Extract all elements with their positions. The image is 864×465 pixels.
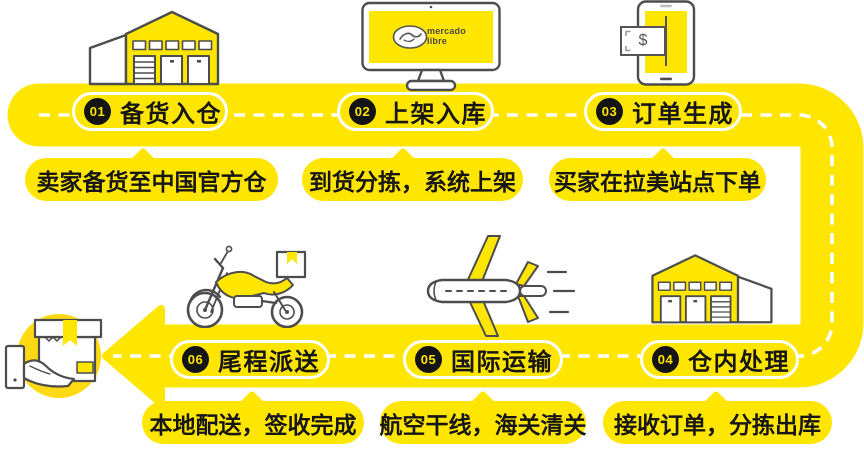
money-card-icon <box>620 26 666 56</box>
step-label: 上架入库 <box>385 101 487 128</box>
step-description-bubble-02: 到货分拣，系统上架 <box>302 147 523 201</box>
mercadolibre-handshake-logo-icon <box>392 25 428 49</box>
step-pill-03: 03 订单生成 <box>584 92 742 131</box>
step-label: 国际运输 <box>451 349 553 376</box>
step-number-badge: 04 <box>652 346 679 373</box>
mercadolibre-logo-text: mercado libre <box>427 26 497 46</box>
step-description: 卖家备货至中国官方仓 <box>36 168 267 195</box>
step-description: 到货分拣，系统上架 <box>309 168 516 195</box>
logo-line2: libre <box>427 35 448 46</box>
step-pill-04: 04 仓内处理 <box>640 340 799 379</box>
step-number-badge: 02 <box>349 98 376 125</box>
airplane-icon <box>426 235 576 337</box>
step-label: 尾程派送 <box>218 349 320 376</box>
step-number-badge: 06 <box>182 346 209 373</box>
warehouse-icon <box>651 254 773 324</box>
step-pill-05: 05 国际运输 <box>403 340 563 379</box>
step-description: 接收订单，分拣出库 <box>614 411 821 438</box>
dollar-symbol: $ <box>638 32 648 49</box>
step-description: 航空干线，海关清关 <box>379 411 587 438</box>
step-description-bubble-01: 卖家备货至中国官方仓 <box>25 147 278 201</box>
step-description: 买家在拉美站点下单 <box>554 168 761 195</box>
step-label: 备货入仓 <box>120 101 222 128</box>
step-description-bubble-06: 本地配送，签收完成 <box>142 390 364 444</box>
monitor-mercadolibre-icon <box>361 1 501 92</box>
step-pill-01: 01 备货入仓 <box>72 92 228 131</box>
step-pill-06: 06 尾程派送 <box>170 340 330 379</box>
monitor-camera-dot <box>429 5 433 9</box>
step-description-bubble-04: 接收订单，分拣出库 <box>603 390 832 444</box>
warehouse-icon <box>88 10 220 86</box>
step-pill-02: 02 上架入库 <box>337 92 494 131</box>
step-description-bubble-03: 买家在拉美站点下单 <box>549 147 766 201</box>
logo-line1: mercado <box>427 26 466 36</box>
step-label: 仓内处理 <box>688 349 790 376</box>
step-description-bubble-05: 航空干线，海关清关 <box>379 390 587 444</box>
step-number-badge: 01 <box>84 98 111 125</box>
step-number-badge: 03 <box>596 98 623 125</box>
step-number-badge: 05 <box>415 346 442 373</box>
step-description: 本地配送，签收完成 <box>149 411 357 438</box>
motorcycle-delivery-icon <box>186 245 307 328</box>
route-dashed-line <box>39 113 834 358</box>
step-label: 订单生成 <box>632 101 734 128</box>
hand-receiving-package-icon <box>4 314 103 398</box>
phone-payment-icon <box>620 0 696 86</box>
